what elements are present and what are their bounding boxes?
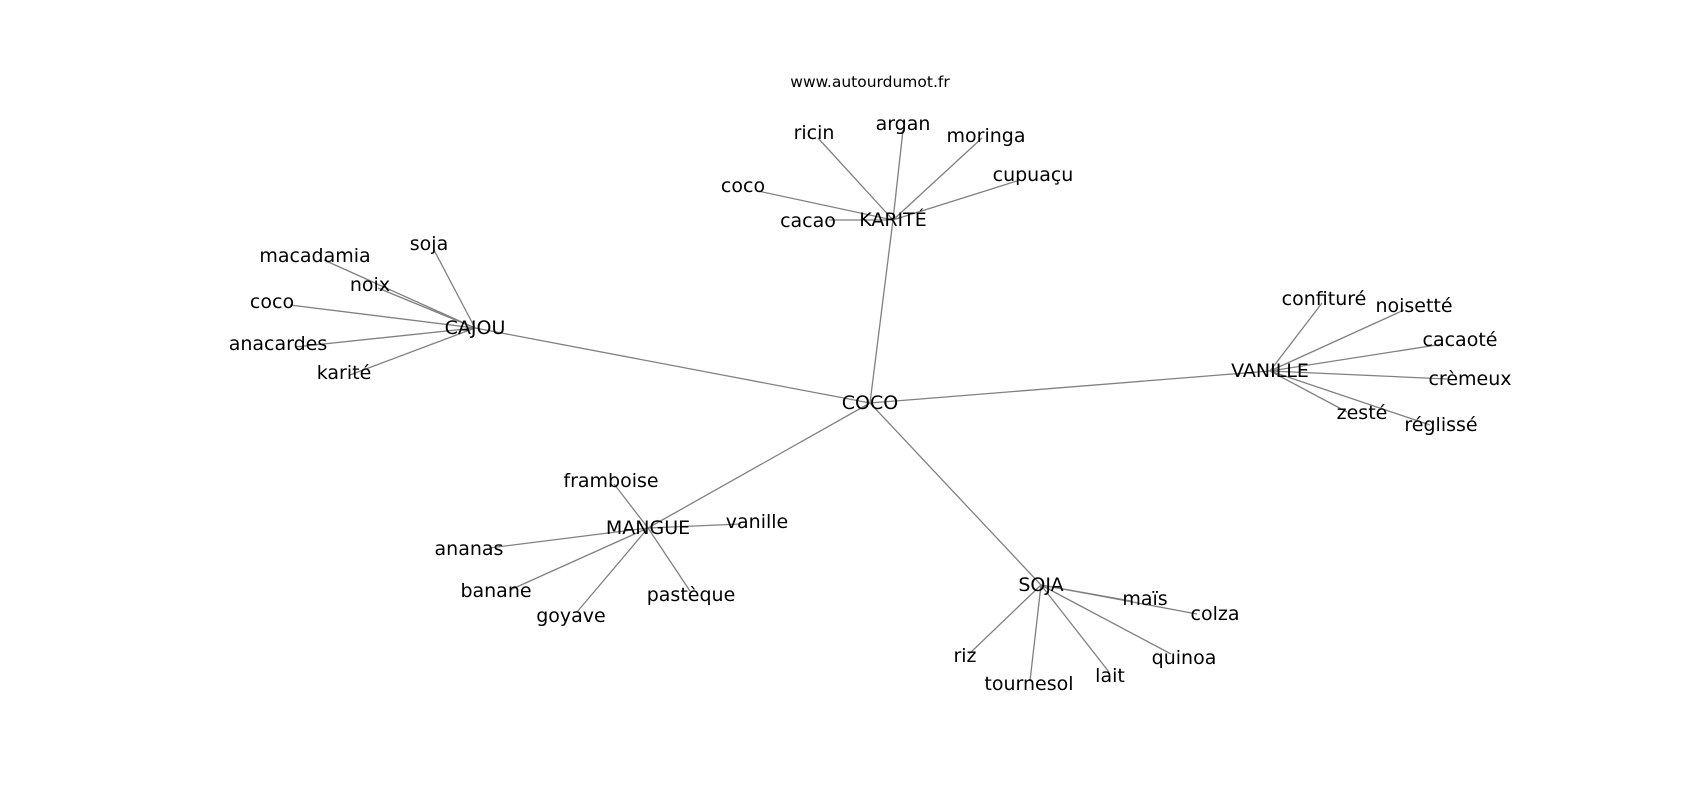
edge-hub-child [1040, 584, 1198, 615]
child-node: maïs [1122, 588, 1167, 610]
edge-root-hub [869, 219, 894, 404]
edge-hub-child [1269, 343, 1444, 372]
edge-hub-child [1269, 370, 1448, 380]
child-node: framboise [563, 470, 658, 492]
edge-hub-child [294, 327, 476, 348]
edge-hub-child [1040, 584, 1110, 673]
edge-hub-child [757, 190, 894, 221]
graph-edges [289, 129, 1448, 682]
hub-node: CAJOU [445, 317, 506, 339]
child-node: zesté [1337, 402, 1388, 424]
graph-nodes: ricin argan moringa cupuaçu coco cacao KARITÉ s… [229, 113, 1512, 695]
edge-hub-child [647, 527, 691, 592]
root-node: COCO [842, 392, 898, 414]
hub-node: VANILLE [1231, 360, 1309, 382]
edge-hub-child [289, 304, 476, 329]
child-node: pastèque [647, 584, 736, 606]
child-node: anacardes [229, 333, 328, 355]
edge-hub-child [433, 249, 476, 329]
edge-hub-child [892, 137, 983, 221]
child-node: moringa [947, 125, 1026, 147]
edge-hub-child [1269, 309, 1405, 372]
edge-root-hub [869, 370, 1271, 404]
child-node: riz [953, 645, 976, 667]
edge-hub-child [1029, 584, 1042, 682]
child-node: confituré [1282, 288, 1367, 310]
child-node: coco [721, 175, 765, 197]
child-node: crèmeux [1428, 368, 1511, 390]
child-node: vanille [726, 511, 788, 533]
child-node: cupuaçu [993, 164, 1074, 186]
child-node: lait [1095, 665, 1125, 687]
edge-hub-child [968, 584, 1042, 655]
edge-hub-child [613, 483, 649, 529]
edge-hub-child [647, 523, 742, 529]
child-node: colza [1191, 603, 1240, 625]
child-node: noix [350, 274, 390, 296]
child-node: goyave [536, 605, 606, 627]
edge-hub-child [377, 287, 476, 329]
edge-root-hub [869, 402, 1042, 586]
child-node: réglissé [1404, 414, 1477, 436]
edge-hub-child [1040, 584, 1172, 655]
edge-hub-child [576, 527, 649, 613]
edge-hub-child [323, 259, 476, 329]
edge-hub-child [892, 129, 904, 221]
child-node: soja [410, 233, 448, 255]
edge-hub-child [1269, 370, 1348, 413]
child-node: ricin [794, 122, 835, 144]
hub-node: SOJA [1018, 574, 1063, 596]
child-node: cacaoté [1423, 329, 1498, 351]
child-node: coco [250, 291, 294, 313]
source-website: www.autourdumot.fr [790, 73, 950, 91]
child-node: tournesol [984, 673, 1073, 695]
child-node: noisetté [1375, 295, 1452, 317]
edge-hub-child [349, 327, 476, 376]
child-node: ananas [435, 538, 504, 560]
edge-hub-child [1269, 302, 1323, 372]
edge-hub-child [817, 137, 894, 221]
child-node: macadamia [259, 245, 370, 267]
hub-node: KARITÉ [859, 208, 927, 231]
edge-root-hub [474, 327, 871, 404]
edge-hub-child [488, 527, 649, 549]
edge-root-hub [647, 402, 871, 529]
child-node: argan [876, 113, 931, 135]
hub-node: MANGUE [606, 517, 690, 539]
child-node: quinoa [1152, 647, 1217, 669]
edge-hub-child [892, 179, 1021, 221]
edge-hub-child [1269, 370, 1431, 426]
child-node: banane [460, 580, 531, 602]
edge-hub-child [509, 527, 649, 591]
child-node: cacao [780, 210, 836, 232]
child-node: karité [317, 362, 372, 384]
